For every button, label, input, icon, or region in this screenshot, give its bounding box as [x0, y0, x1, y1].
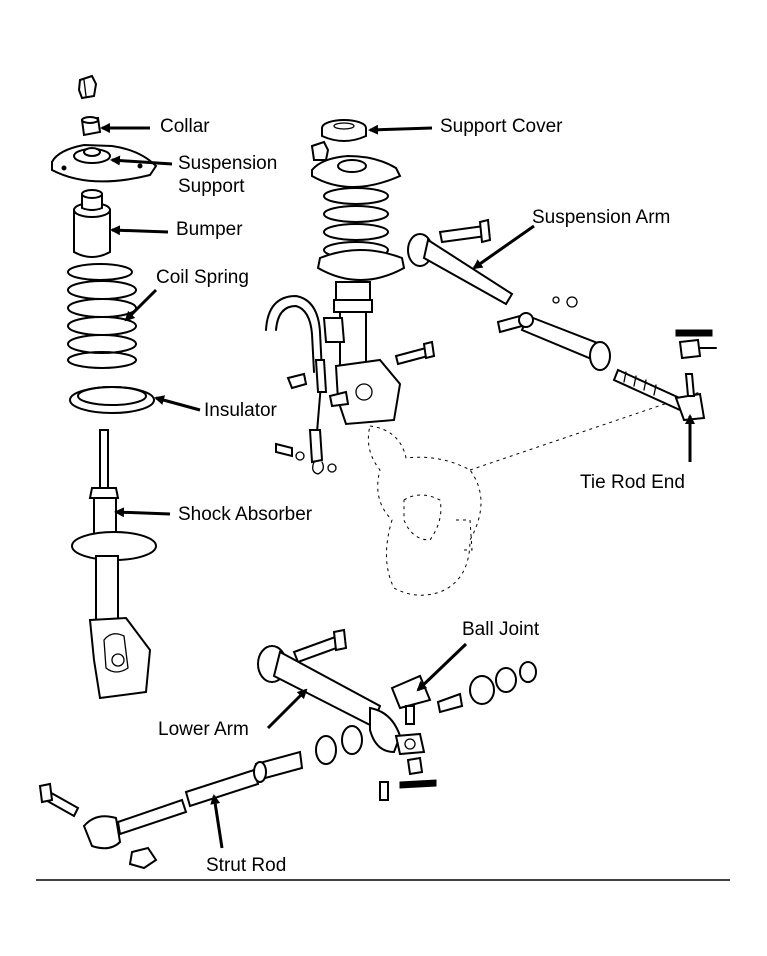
leader-arrows [100, 123, 695, 849]
brake-hose-part [265, 295, 337, 475]
support-cover-part [321, 119, 367, 142]
label-suspension-arm: Suspension Arm [532, 207, 671, 228]
center-strut-assembly [311, 154, 406, 426]
insulator-part [69, 386, 155, 414]
bushings-part [315, 725, 437, 801]
shock-absorber-part [71, 429, 157, 700]
label-support-cover: Support Cover [440, 116, 563, 137]
lower-arm-part [257, 628, 426, 756]
center-bolts [275, 340, 436, 461]
label-suspension-support: Suspension Support [178, 153, 278, 197]
label-coil-spring: Coil Spring [156, 267, 249, 288]
strut-rod-part [38, 750, 304, 870]
center-nut-part [310, 140, 330, 161]
bumper-part [73, 189, 111, 258]
label-ball-joint: Ball Joint [462, 619, 540, 640]
steering-knuckle-outline [367, 391, 701, 596]
tie-rod-end-part [612, 329, 717, 422]
label-shock-absorber: Shock Absorber [178, 504, 313, 525]
top-nut-part [77, 74, 98, 100]
ball-joint-part [390, 661, 537, 725]
label-strut-rod: Strut Rod [206, 855, 287, 876]
collar-part [80, 116, 102, 137]
suspension-arm-part [407, 218, 611, 371]
label-lower-arm: Lower Arm [158, 719, 249, 740]
label-bumper: Bumper [176, 219, 243, 240]
label-collar: Collar [160, 116, 210, 137]
label-insulator: Insulator [204, 400, 277, 421]
label-tie-rod-end: Tie Rod End [580, 472, 685, 493]
suspension-support-part [51, 143, 158, 183]
coil-spring-part [67, 263, 137, 369]
